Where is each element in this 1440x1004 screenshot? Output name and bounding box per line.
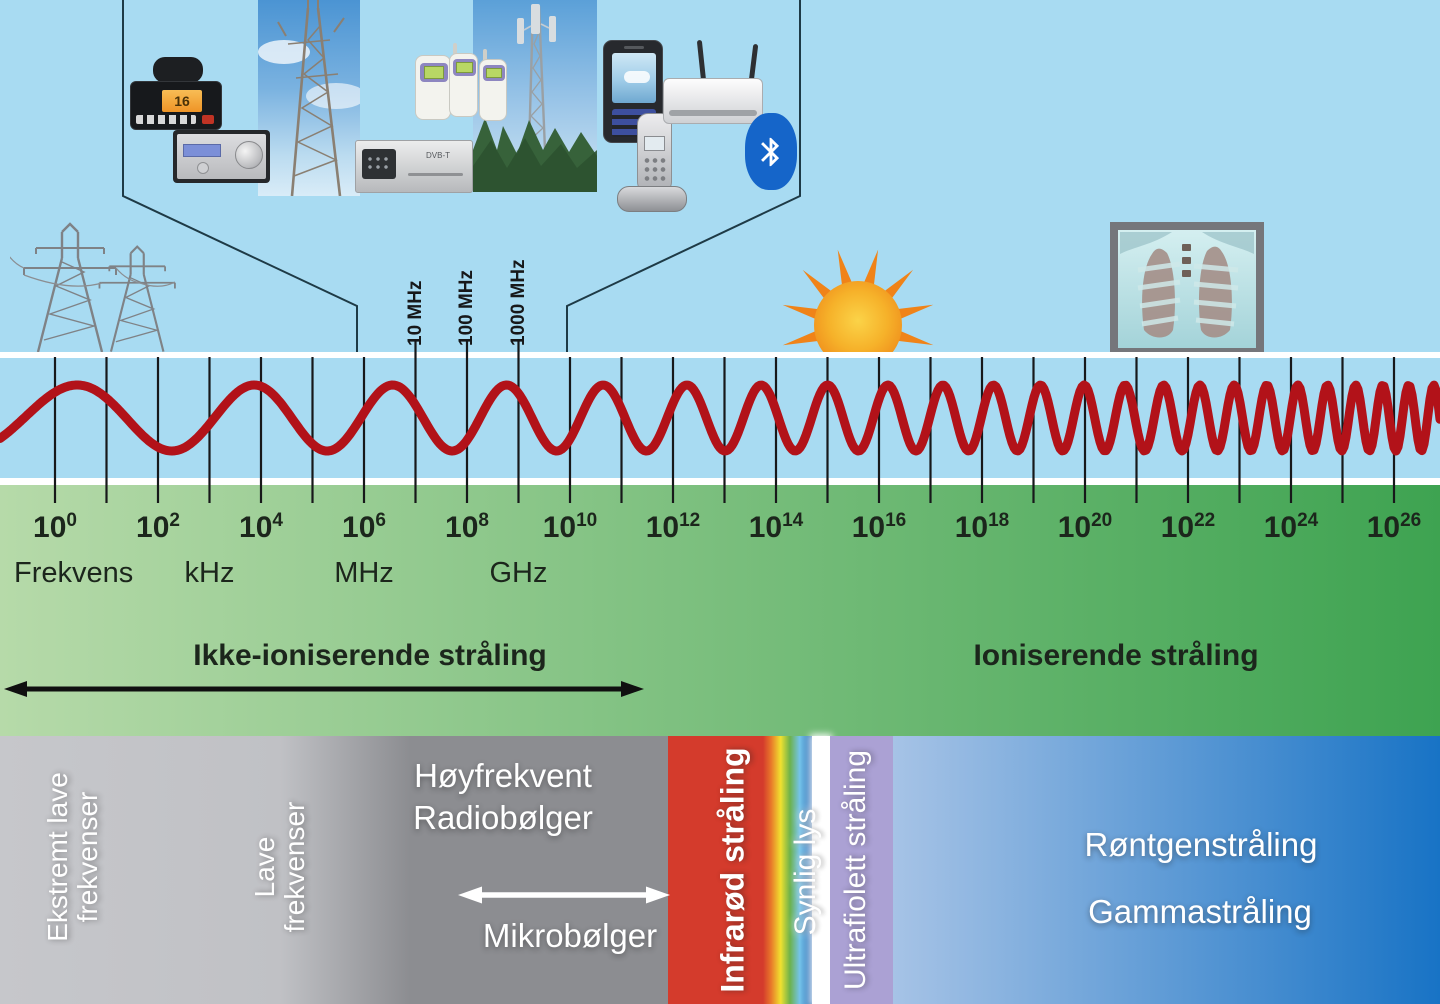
wifi-router	[663, 39, 763, 124]
vhf-distress-button	[202, 115, 214, 124]
vhf-display: 16	[162, 90, 202, 112]
unit-label-frekvens: Frekvens	[14, 557, 134, 589]
sky-section: 16	[0, 0, 1440, 352]
radio-display	[183, 144, 221, 157]
unit-label-mhz: MHz	[334, 557, 394, 589]
receiver-buttons	[366, 155, 392, 173]
baby-monitor	[415, 55, 451, 120]
label-xray: Røntgenstråling	[1084, 826, 1318, 863]
router-front	[669, 110, 757, 116]
radio-tuning-knob	[235, 141, 263, 169]
callout-lines	[122, 0, 801, 352]
receiver-label: DVB-T	[426, 151, 450, 160]
frequency-scale-band	[0, 485, 1440, 736]
cordless-phone	[617, 110, 690, 213]
vhf-mic	[153, 57, 203, 83]
router-antenna	[696, 39, 707, 83]
label-visible-light: Synlig lys	[789, 808, 822, 936]
freq-label-10e24: 1024	[1263, 510, 1319, 544]
walkie-talkie-2	[479, 59, 507, 121]
band-ultraviolet	[830, 736, 893, 1004]
power-lines-icon	[10, 222, 176, 352]
freq-label-10e14: 1014	[748, 510, 804, 544]
walkie-talkies	[415, 43, 510, 121]
freq-label-10e8: 108	[445, 510, 489, 544]
router-body	[663, 78, 763, 124]
freq-label-10e26: 1026	[1366, 510, 1422, 544]
non-ionizing-range-arrow	[4, 681, 644, 697]
sun-ray	[892, 329, 934, 346]
label-infrared: Infrarød stråling	[714, 747, 751, 993]
freq-label-10e16: 1016	[851, 510, 907, 544]
sun-ray	[782, 329, 824, 346]
band-infrared	[668, 736, 763, 1004]
freq-label-10e6: 106	[342, 510, 386, 544]
unit-label-ghz: GHz	[489, 557, 548, 589]
walkie-talkie-1	[449, 53, 478, 117]
freq-label-10e12: 1012	[645, 510, 701, 544]
sun-ray	[862, 249, 879, 291]
phone-screen	[612, 53, 656, 103]
charging-base	[617, 186, 687, 212]
marine-vhf-radio: 16	[130, 57, 222, 130]
freq-label-10e10: 1010	[542, 510, 598, 544]
sun-ray	[837, 249, 854, 291]
vhf-keys	[136, 115, 196, 124]
freq-label-10e2: 102	[136, 510, 180, 544]
unit-label-khz: kHz	[184, 557, 235, 589]
router-antenna	[748, 43, 759, 83]
radio-tower-photo	[258, 0, 360, 196]
bluetooth-icon	[761, 137, 780, 166]
freq-label-10e18: 1018	[954, 510, 1010, 544]
freq-label-10e4: 104	[239, 510, 283, 544]
marker-label-1000-mhz: 1000 MHz	[507, 259, 529, 346]
xray-image	[1110, 222, 1264, 352]
dvb-receiver: DVB-T	[355, 140, 473, 193]
cell-mast-icon	[473, 4, 597, 192]
label-high-frequency: Høyfrekvent	[414, 757, 592, 794]
label-ultraviolet: Ultrafiolett stråling	[839, 749, 872, 991]
bluetooth-logo	[745, 113, 797, 190]
label-gamma: Gammastråling	[1088, 893, 1312, 930]
walkie-antenna	[453, 43, 457, 57]
sun-icon	[782, 249, 934, 352]
receiver-slot	[408, 173, 463, 176]
sun-ray	[892, 304, 934, 321]
phone-earpiece	[624, 46, 644, 49]
band-visible-light	[763, 736, 812, 1004]
zone-label-non-ionizing: Ikke-ioniserende stråling	[193, 639, 547, 672]
radio-tower-icon	[258, 0, 360, 196]
band-separator	[812, 736, 830, 1004]
radio-volume-knob	[197, 162, 209, 174]
band-radio-frequencies	[0, 736, 668, 1004]
marker-label-10-mhz: 10 MHz	[404, 280, 426, 346]
tabletop-radio	[173, 130, 270, 183]
wave-band	[0, 352, 1440, 485]
sun-ray	[782, 304, 824, 321]
zone-label-ionizing: Ioniserende stråling	[973, 639, 1259, 672]
freq-label-10e0: 100	[33, 510, 77, 544]
band-xray-gamma	[893, 736, 1440, 1004]
handset-screen	[644, 136, 665, 151]
marker-label-100-mhz: 100 MHz	[456, 269, 477, 346]
freq-label-10e20: 1020	[1057, 510, 1113, 544]
freq-label-10e22: 1022	[1160, 510, 1216, 544]
label-radio-waves: Radiobølger	[413, 799, 593, 836]
handset-keypad	[643, 156, 666, 184]
label-microwaves: Mikrobølger	[482, 917, 658, 954]
microwave-range-arrow	[458, 886, 670, 904]
cloud-wallpaper	[624, 71, 650, 83]
walkie-antenna	[483, 49, 487, 62]
